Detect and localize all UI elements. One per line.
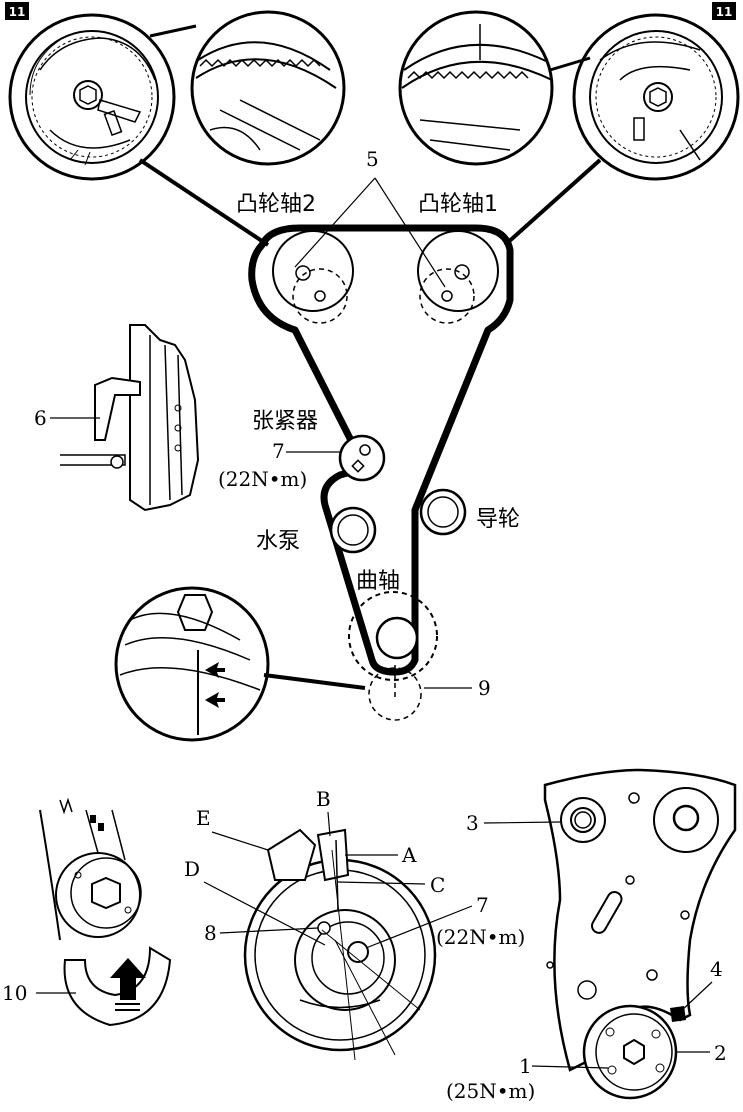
- callout-6: 6: [34, 406, 47, 430]
- label-camshaft2: 凸轮轴2: [236, 192, 316, 217]
- label-camshaft1: 凸轮轴1: [418, 192, 498, 217]
- callout-8: 8: [204, 921, 217, 945]
- letter-E: E: [196, 806, 211, 830]
- callout-1: 1: [519, 1054, 532, 1078]
- timing-belt: [248, 224, 514, 676]
- tensioner-pulley: [338, 434, 386, 482]
- crankshaft-pulley: [348, 591, 438, 721]
- camshaft2-zoom-view: [190, 10, 346, 166]
- camshaft1-detail-view: [572, 13, 740, 181]
- water-pump-pulley: [329, 506, 377, 554]
- torque-7-top: (22N•m): [218, 467, 307, 491]
- letter-D: D: [184, 857, 200, 881]
- badge-left: 11: [5, 2, 29, 20]
- callout-3: 3: [466, 811, 479, 835]
- label-idler: 导轮: [476, 507, 520, 532]
- label-crankshaft: 曲轴: [356, 569, 400, 594]
- callout-7-bottom: 7: [476, 893, 489, 917]
- label-water-pump: 水泵: [256, 529, 300, 554]
- crankshaft-detail-view: [114, 586, 270, 742]
- callout-2: 2: [714, 1041, 727, 1065]
- letter-A: A: [401, 843, 417, 867]
- torque-7-bottom: (22N•m): [436, 925, 525, 949]
- camshaft1-pulley: [417, 230, 499, 324]
- tensioner-side-view: [60, 324, 200, 512]
- callout-9: 9: [478, 676, 491, 700]
- camshaft2-detail-view: [8, 13, 176, 181]
- callout-4: 4: [710, 957, 723, 981]
- tensioner-detail-view: [243, 828, 437, 1061]
- crank-sprocket-tool-view: [39, 797, 172, 1027]
- badge-right-text: 11: [716, 5, 733, 19]
- letter-C: C: [430, 873, 445, 897]
- engine-cover-view: [543, 768, 737, 1100]
- callout-5: 5: [366, 147, 379, 171]
- callout-10: 10: [2, 981, 27, 1005]
- idler-pulley: [419, 488, 467, 536]
- torque-1: (25N•m): [446, 1079, 535, 1103]
- letter-B: B: [316, 787, 331, 811]
- callout-7-top: 7: [272, 439, 285, 463]
- badge-right: 11: [712, 2, 736, 20]
- camshaft2-pulley: [272, 230, 354, 324]
- camshaft1-zoom-view: [398, 10, 554, 166]
- badge-left-text: 11: [9, 5, 26, 19]
- label-tensioner: 张紧器: [252, 409, 318, 434]
